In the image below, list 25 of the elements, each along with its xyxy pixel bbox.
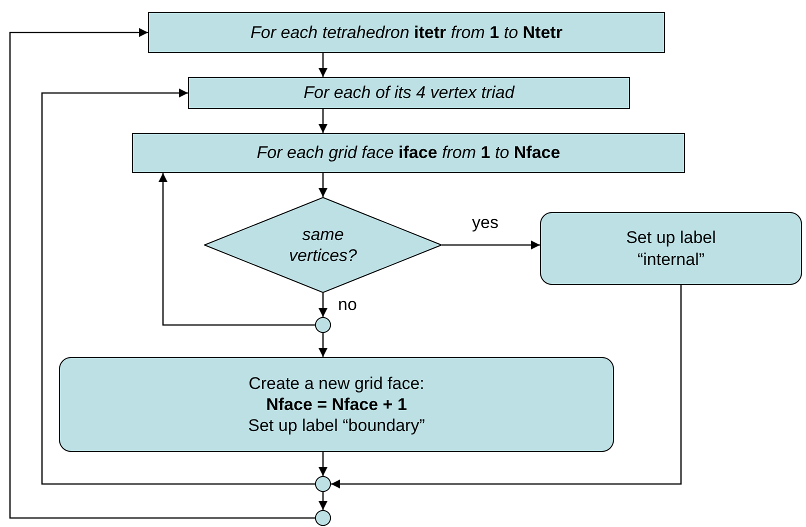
node-text: Set up label “boundary” [248, 415, 425, 436]
arrow [158, 173, 315, 326]
node-text: For each of its 4 vertex triad [304, 82, 514, 104]
arrow [318, 333, 328, 357]
node-text: Create a new grid face: [248, 372, 424, 394]
node-text: Set up label “internal” [625, 227, 717, 270]
process-box [540, 212, 802, 285]
arrow [318, 293, 328, 317]
arrow [318, 492, 328, 510]
arrow [9, 28, 315, 519]
node-text: same vertices? [288, 224, 358, 266]
loop-box [148, 12, 665, 53]
arrow [318, 173, 328, 197]
arrow [318, 109, 328, 133]
loop-box [188, 77, 630, 109]
node-text: For each tetrahedron itetr from 1 to Ntetr [250, 22, 562, 44]
loop-box [132, 133, 685, 173]
node-text: Nface = Nface + 1 [266, 394, 407, 416]
arrow [442, 240, 540, 250]
arrow [318, 53, 328, 77]
process-box [59, 357, 614, 452]
arrow [331, 285, 682, 489]
arrow [41, 88, 315, 485]
arrow [318, 452, 328, 476]
node-text: For each grid face iface from 1 to Nface [256, 142, 560, 164]
